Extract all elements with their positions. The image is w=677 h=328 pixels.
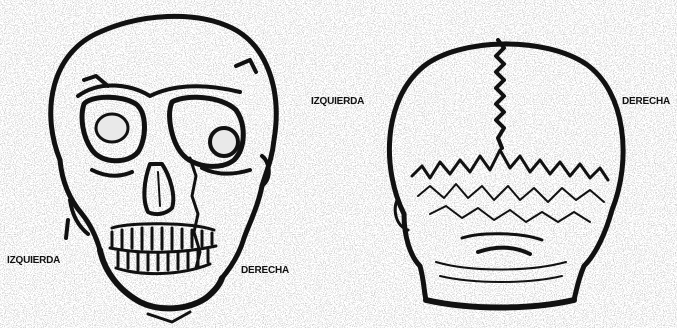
front-left-label: IZQUIERDA	[7, 256, 60, 266]
front-left-mark	[66, 220, 68, 238]
front-left-orbit-inner	[96, 114, 128, 142]
front-right-label: DERECHA	[241, 266, 289, 276]
back-left-label: IZQUIERDA	[311, 97, 364, 107]
front-right-orbit-inner	[210, 128, 238, 156]
back-right-label: DERECHA	[622, 97, 670, 107]
